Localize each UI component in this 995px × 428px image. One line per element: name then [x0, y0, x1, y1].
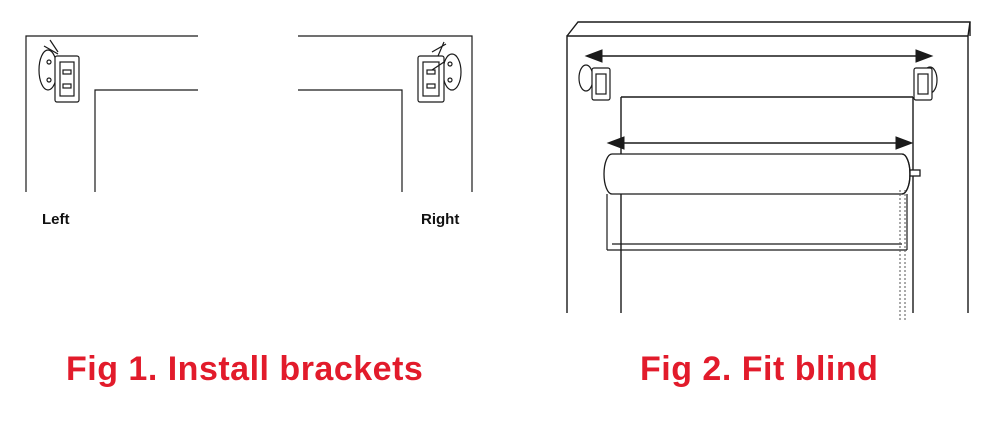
pull-cord: [899, 190, 906, 320]
bracket-icon: [913, 66, 938, 101]
bracket-icon: [578, 64, 611, 101]
fig1-caption: Fig 1. Install brackets: [66, 350, 424, 388]
fig1-left-label: Left: [42, 211, 70, 228]
fig2-caption: Fig 2. Fit blind: [640, 350, 879, 388]
bracket-icon: [417, 41, 462, 103]
fig1-right-label: Right: [421, 211, 460, 228]
fig2-window-frame: [566, 21, 971, 313]
double-arrow-icon: [606, 136, 914, 150]
blind-fabric: [606, 194, 908, 251]
double-arrow-icon: [584, 49, 934, 63]
bracket-icon: [38, 39, 80, 103]
fig1-window-frame: [25, 35, 473, 192]
roller-tube: [603, 153, 921, 195]
